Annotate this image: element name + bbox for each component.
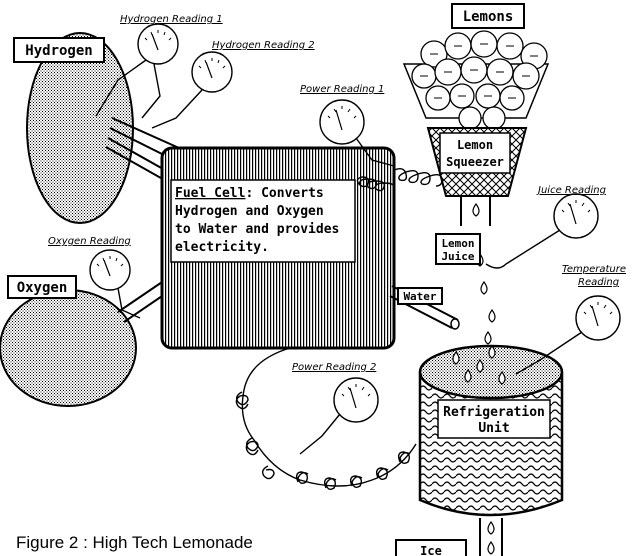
refrigeration-line1: Refrigeration xyxy=(443,405,545,420)
lemon-squeezer-line2: Squeezer xyxy=(446,155,504,169)
fuel-cell-line3: to Water and provides xyxy=(175,222,339,237)
lemon-juice-line1: Lemon xyxy=(441,237,474,250)
oxygen-tank xyxy=(0,289,137,407)
gauge-hydrogen-2 xyxy=(151,51,233,129)
gauge-hydrogen-1 xyxy=(95,23,179,119)
hydrogen-label: Hydrogen xyxy=(25,43,92,59)
oxygen-label-box: Oxygen xyxy=(7,275,77,299)
fuel-cell-line1: : Converts xyxy=(245,186,323,201)
refrigeration-unit: Refrigeration Unit xyxy=(418,344,564,556)
fuel-cell-line2: Hydrogen and Oxygen xyxy=(175,204,324,219)
fuel-cell-title-line: Fuel Cell: Converts xyxy=(175,186,324,201)
power-wire-2 xyxy=(235,347,417,491)
fuel-cell-line4: electricity. xyxy=(175,240,269,255)
label-hydrogen-reading-1: Hydrogen Reading 1 xyxy=(120,14,223,25)
power-wire-1 xyxy=(356,167,443,192)
water-label-box: Water xyxy=(397,287,443,305)
lemons-label-box: Lemons xyxy=(451,3,525,29)
label-power-reading-2: Power Reading 2 xyxy=(292,362,376,373)
label-hydrogen-reading-2: Hydrogen Reading 2 xyxy=(212,40,315,51)
gauge-juice xyxy=(485,193,599,269)
lemon-juice-label-box: Lemon Juice xyxy=(435,233,481,265)
figure-caption: Figure 2 : High Tech Lemonade xyxy=(16,533,253,552)
lemon-hopper xyxy=(402,30,550,130)
ice-label: Ice xyxy=(420,544,442,556)
fuel-cell-title: Fuel Cell xyxy=(175,186,245,201)
lemon-squeezer-line1: Lemon xyxy=(457,138,493,152)
label-oxygen-reading: Oxygen Reading xyxy=(48,236,131,247)
label-temperature-reading-line1: Temperature xyxy=(562,264,626,275)
lemon-squeezer: Lemon Squeezer xyxy=(426,127,528,226)
gauge-power-1 xyxy=(319,99,395,167)
lemon-juice-line2: Juice xyxy=(441,250,474,263)
label-temperature-reading-line2: Reading xyxy=(578,277,619,288)
refrigeration-line2: Unit xyxy=(478,421,509,436)
gauge-power-2 xyxy=(299,377,379,455)
gauge-temperature xyxy=(515,295,621,375)
hydrogen-label-box: Hydrogen xyxy=(13,37,105,63)
juice-drops xyxy=(472,202,496,345)
water-label: Water xyxy=(403,290,436,303)
lemons-label: Lemons xyxy=(463,9,514,25)
ice-label-box: Ice xyxy=(395,539,467,556)
fuel-cell: Fuel Cell: Converts Hydrogen and Oxygen … xyxy=(160,146,396,350)
gauge-oxygen xyxy=(89,249,141,319)
oxygen-label: Oxygen xyxy=(17,280,68,296)
label-juice-reading: Juice Reading xyxy=(536,185,606,196)
label-power-reading-1: Power Reading 1 xyxy=(300,84,384,95)
